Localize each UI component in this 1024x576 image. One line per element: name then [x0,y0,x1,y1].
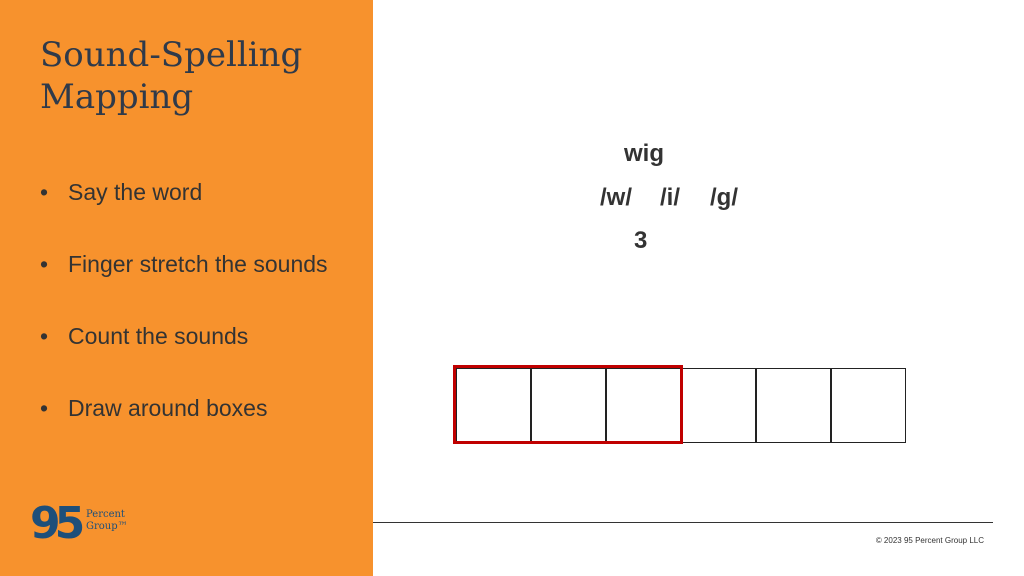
sound-box [681,368,756,443]
logo-line-2: Group™ [86,521,128,532]
phoneme: /i/ [660,184,681,211]
left-panel: Sound-Spelling Mapping Say the word Fing… [0,0,373,576]
instruction-list: Say the word Finger stretch the sounds C… [40,178,360,422]
slide-title: Sound-Spelling Mapping [40,35,303,117]
logo-wordmark: Percent Group™ [86,509,128,533]
bullet-item: Finger stretch the sounds [40,250,360,278]
target-word: wig [624,140,664,167]
copyright-text: © 2023 95 Percent Group LLC [875,536,984,545]
company-logo: 95 Percent Group™ [30,498,140,554]
sound-box [606,368,681,443]
sound-box [456,368,531,443]
phoneme: /g/ [710,184,738,211]
sound-box [531,368,606,443]
phoneme: /w/ [600,184,633,211]
bullet-item: Count the sounds [40,322,360,350]
bullet-item: Draw around boxes [40,394,360,422]
sound-box [831,368,906,443]
bullet-item: Say the word [40,178,360,206]
logo-digits: 95 [30,498,85,549]
sound-box [756,368,831,443]
footer-divider [373,522,993,523]
sound-count: 3 [634,227,648,254]
logo-line-1: Percent [86,509,125,520]
